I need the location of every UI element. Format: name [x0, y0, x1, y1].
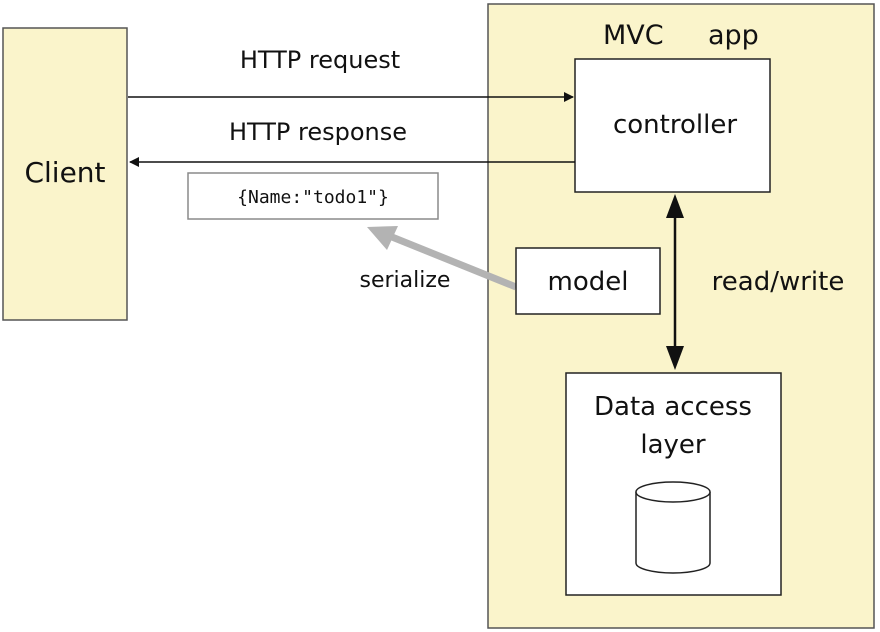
model-box: [515, 247, 661, 315]
http-response-label: HTTP response: [229, 118, 407, 146]
json-sample-box: [187, 172, 439, 220]
data-access-layer-line1: Data access: [594, 392, 752, 422]
json-sample-text: {Name:"todo1"}: [237, 187, 389, 208]
controller-label: controller: [613, 110, 737, 140]
mvc-app-title-left: MVC: [603, 20, 664, 51]
database-icon: [635, 481, 711, 574]
client-label: Client: [24, 156, 105, 189]
model-label: model: [548, 267, 629, 297]
http-request-label: HTTP request: [240, 46, 400, 74]
data-access-layer-line2: layer: [640, 430, 706, 460]
serialize-label: serialize: [360, 268, 451, 293]
read-write-arrow-head-down: [666, 346, 684, 370]
mvc-app-title-right: app: [708, 20, 759, 51]
client-box: [2, 27, 128, 321]
read-write-label: read/write: [712, 267, 845, 297]
controller-box: [574, 58, 771, 193]
serialize-arrow-head: [367, 226, 398, 250]
read-write-arrow-head-up: [666, 194, 684, 218]
serialize-arrow-shaft: [390, 233, 518, 291]
